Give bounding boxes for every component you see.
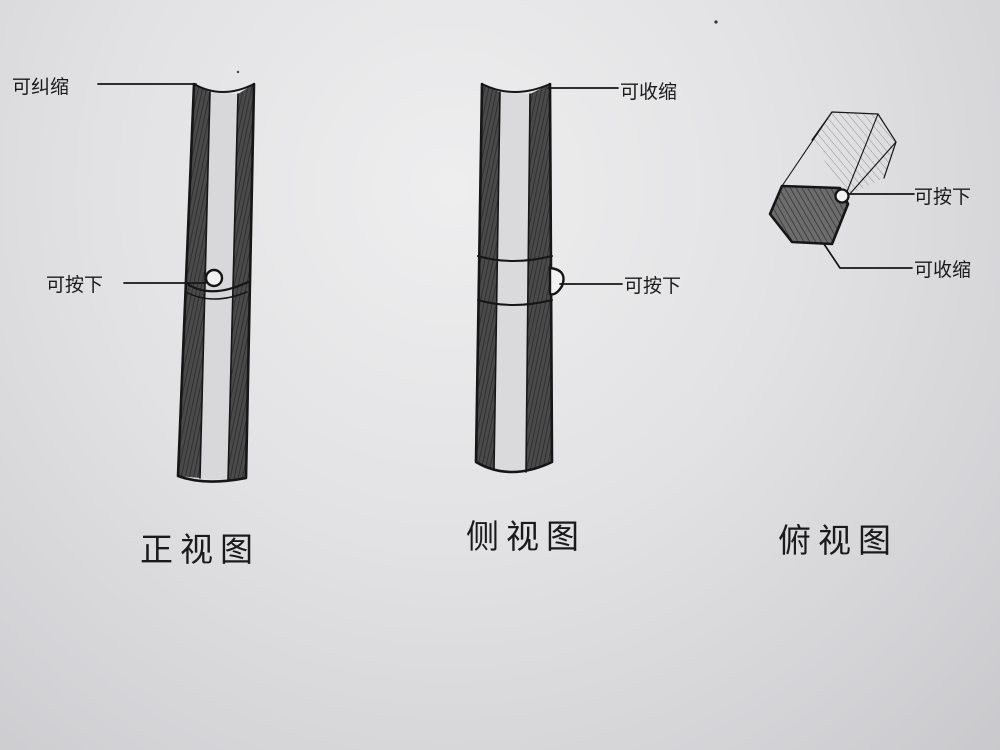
top-hexagon-face bbox=[770, 186, 848, 244]
front-label-pressable: 可按下 bbox=[46, 274, 103, 296]
front-view-title: 正视图 bbox=[140, 530, 260, 569]
front-push-button-icon bbox=[204, 268, 224, 288]
top-leader-retractable bbox=[823, 243, 913, 269]
side-pole-right-face bbox=[526, 84, 552, 472]
top-view: 可按下 可收缩 俯视图 bbox=[768, 111, 971, 560]
side-label-pressable: 可按下 bbox=[624, 275, 681, 297]
side-pole-center-face bbox=[494, 92, 530, 472]
front-pole-center-face bbox=[200, 92, 238, 480]
front-view-pole bbox=[176, 82, 256, 483]
top-push-button-icon bbox=[834, 188, 850, 204]
top-label-retractable: 可收缩 bbox=[914, 259, 971, 281]
front-view: 可纠缩 可按下 正视图 bbox=[12, 76, 260, 569]
top-prism-body bbox=[812, 112, 896, 196]
side-view-title: 侧视图 bbox=[466, 517, 586, 556]
side-label-retractable: 可收缩 bbox=[620, 81, 677, 103]
side-push-button-icon bbox=[548, 266, 565, 296]
side-pole-left-face bbox=[476, 84, 500, 470]
side-view: 可收缩 可按下 侧视图 bbox=[466, 81, 681, 556]
top-view-hexagon bbox=[768, 111, 897, 246]
front-label-retractable: 可纠缩 bbox=[12, 76, 69, 98]
pencil-dot bbox=[236, 70, 240, 74]
top-label-pressable: 可按下 bbox=[914, 186, 971, 208]
pencil-dot bbox=[714, 20, 718, 24]
top-view-title: 俯视图 bbox=[778, 521, 898, 560]
side-view-pole bbox=[474, 82, 565, 474]
